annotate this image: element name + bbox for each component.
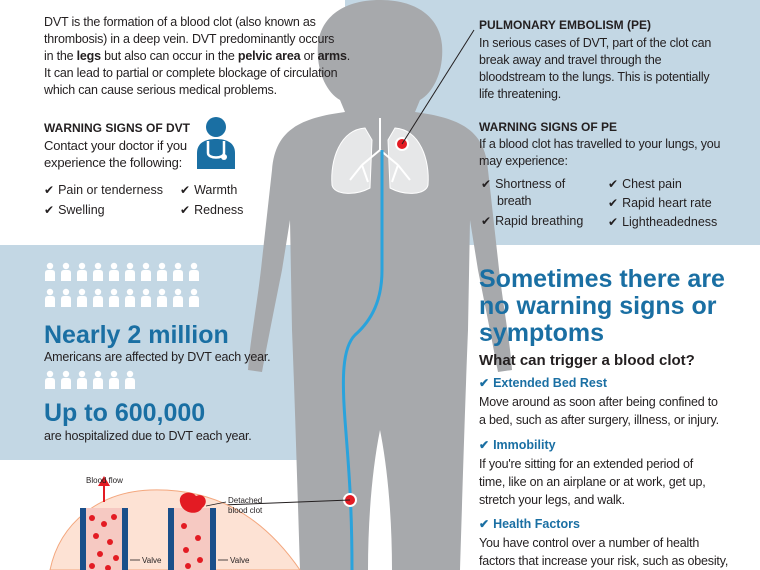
person-icon — [141, 288, 151, 307]
check-icon: ✔ — [608, 177, 619, 191]
person-icon — [157, 288, 167, 307]
trigger-1-line-2: a bed, such as after surgery, illness, o… — [479, 413, 719, 427]
intro-line-2: thrombosis) in a deep vein. DVT predomin… — [44, 32, 335, 46]
check-icon: ✔ — [479, 376, 490, 390]
pe-line-3: bloodstream to the lungs. This is potent… — [479, 70, 710, 84]
person-icon — [109, 262, 119, 281]
pe-line-2: break away and travel through the — [479, 53, 662, 67]
vein-diagram — [49, 476, 301, 570]
person-icon — [173, 288, 183, 307]
check-icon: ✔ — [479, 517, 490, 531]
person-icon — [141, 262, 151, 281]
trigger-1-line-1: Move around as soon after being confined… — [479, 395, 718, 409]
person-icon — [77, 262, 87, 281]
pe-item-lightheadedness: ✔Lightheadedness — [608, 215, 718, 229]
person-icon — [77, 288, 87, 307]
dvt-signs-line-2: experience the following: — [44, 155, 183, 170]
check-icon: ✔ — [481, 214, 492, 228]
intro-line-5: which can cause serious medical problems… — [44, 83, 277, 97]
diagram-blood-flow: Blood flow — [86, 476, 123, 485]
person-icon — [93, 262, 103, 281]
check-icon: ✔ — [608, 196, 619, 210]
person-icon — [77, 370, 87, 389]
doctor-icon — [197, 117, 235, 169]
dvt-item-redness: ✔Redness — [180, 203, 244, 217]
pe-item-rapid-breathing: ✔Rapid breathing — [481, 214, 584, 228]
no-signs-line-2: no warning signs or — [479, 292, 717, 320]
check-icon: ✔ — [479, 438, 490, 452]
person-icon — [61, 288, 71, 307]
trigger-2-line-3: stretch your legs, and walk. — [479, 493, 625, 507]
person-icon — [125, 288, 135, 307]
check-icon: ✔ — [44, 183, 55, 197]
pe-line-4: life threatening. — [479, 87, 562, 101]
person-icon — [109, 288, 119, 307]
dvt-item-warmth: ✔Warmth — [180, 183, 238, 197]
pe-title: PULMONARY EMBOLISM (PE) — [479, 18, 652, 32]
check-icon: ✔ — [481, 177, 492, 191]
pe-item-heart-rate: ✔Rapid heart rate — [608, 196, 712, 210]
check-icon: ✔ — [180, 183, 191, 197]
person-icon — [61, 370, 71, 389]
trigger-2-line-1: If you're sitting for an extended period… — [479, 457, 694, 471]
check-icon: ✔ — [180, 203, 191, 217]
triggers-title: What can trigger a blood clot? — [479, 352, 695, 369]
person-icon — [45, 370, 55, 389]
diagram-detached-1: Detached — [228, 496, 263, 505]
trigger-3-line-2: factors that increase your risk, such as… — [479, 554, 729, 568]
trigger-3-line-1: You have control over a number of health — [479, 536, 700, 550]
stat-1-label: Americans are affected by DVT each year. — [44, 350, 271, 364]
diagram-detached-2: blood clot — [228, 506, 263, 515]
person-icon — [45, 262, 55, 281]
left-mid-panel — [0, 245, 345, 460]
person-icon — [93, 288, 103, 307]
person-icon — [109, 370, 119, 389]
person-icon — [125, 262, 135, 281]
stat-2-label: are hospitalized due to DVT each year. — [44, 429, 252, 443]
person-icon — [173, 262, 183, 281]
people-icon-grid — [45, 262, 199, 389]
intro-line-3: in the legs but also can occur in the pe… — [44, 49, 350, 63]
intro-line-1: DVT is the formation of a blood clot (al… — [44, 15, 316, 29]
pe-item-shortness: ✔Shortness of — [481, 177, 566, 191]
trigger-2-line-2: time, like on an airplane or at work, ge… — [479, 475, 706, 489]
trigger-1-title: ✔Extended Bed Rest — [479, 376, 607, 390]
check-icon: ✔ — [608, 215, 619, 229]
person-icon — [157, 262, 167, 281]
person-icon — [45, 288, 55, 307]
dvt-item-swelling: ✔Swelling — [44, 203, 105, 217]
pe-line-1: In serious cases of DVT, part of the clo… — [479, 36, 712, 50]
pe-signs-title: WARNING SIGNS OF PE — [479, 120, 618, 134]
no-signs-line-3: symptoms — [479, 319, 605, 347]
person-icon — [93, 370, 103, 389]
trigger-3-title: ✔Health Factors — [479, 517, 580, 531]
pe-item-breath: breath — [497, 194, 532, 208]
person-icon — [189, 288, 199, 307]
stat-1-value: Nearly 2 million — [44, 321, 229, 349]
dvt-item-pain: ✔Pain or tenderness — [44, 183, 163, 197]
pe-item-chest-pain: ✔Chest pain — [608, 177, 682, 191]
person-icon — [61, 262, 71, 281]
diagram-valve-left: Valve — [142, 556, 162, 565]
pe-signs-line-2: may experience: — [479, 154, 568, 168]
dvt-signs-title: WARNING SIGNS OF DVT — [44, 121, 191, 135]
person-icon — [125, 370, 135, 389]
no-signs-line-1: Sometimes there are — [479, 265, 725, 293]
pe-signs-line-1: If a blood clot has travelled to your lu… — [479, 137, 721, 151]
diagram-valve-right: Valve — [230, 556, 250, 565]
trigger-2-title: ✔Immobility — [479, 438, 556, 452]
person-icon — [189, 262, 199, 281]
stat-2-value: Up to 600,000 — [44, 399, 206, 427]
intro-line-4: It can lead to partial or complete block… — [44, 66, 338, 80]
check-icon: ✔ — [44, 203, 55, 217]
dvt-signs-line-1: Contact your doctor if you — [44, 138, 187, 153]
detached-clot — [179, 492, 206, 513]
